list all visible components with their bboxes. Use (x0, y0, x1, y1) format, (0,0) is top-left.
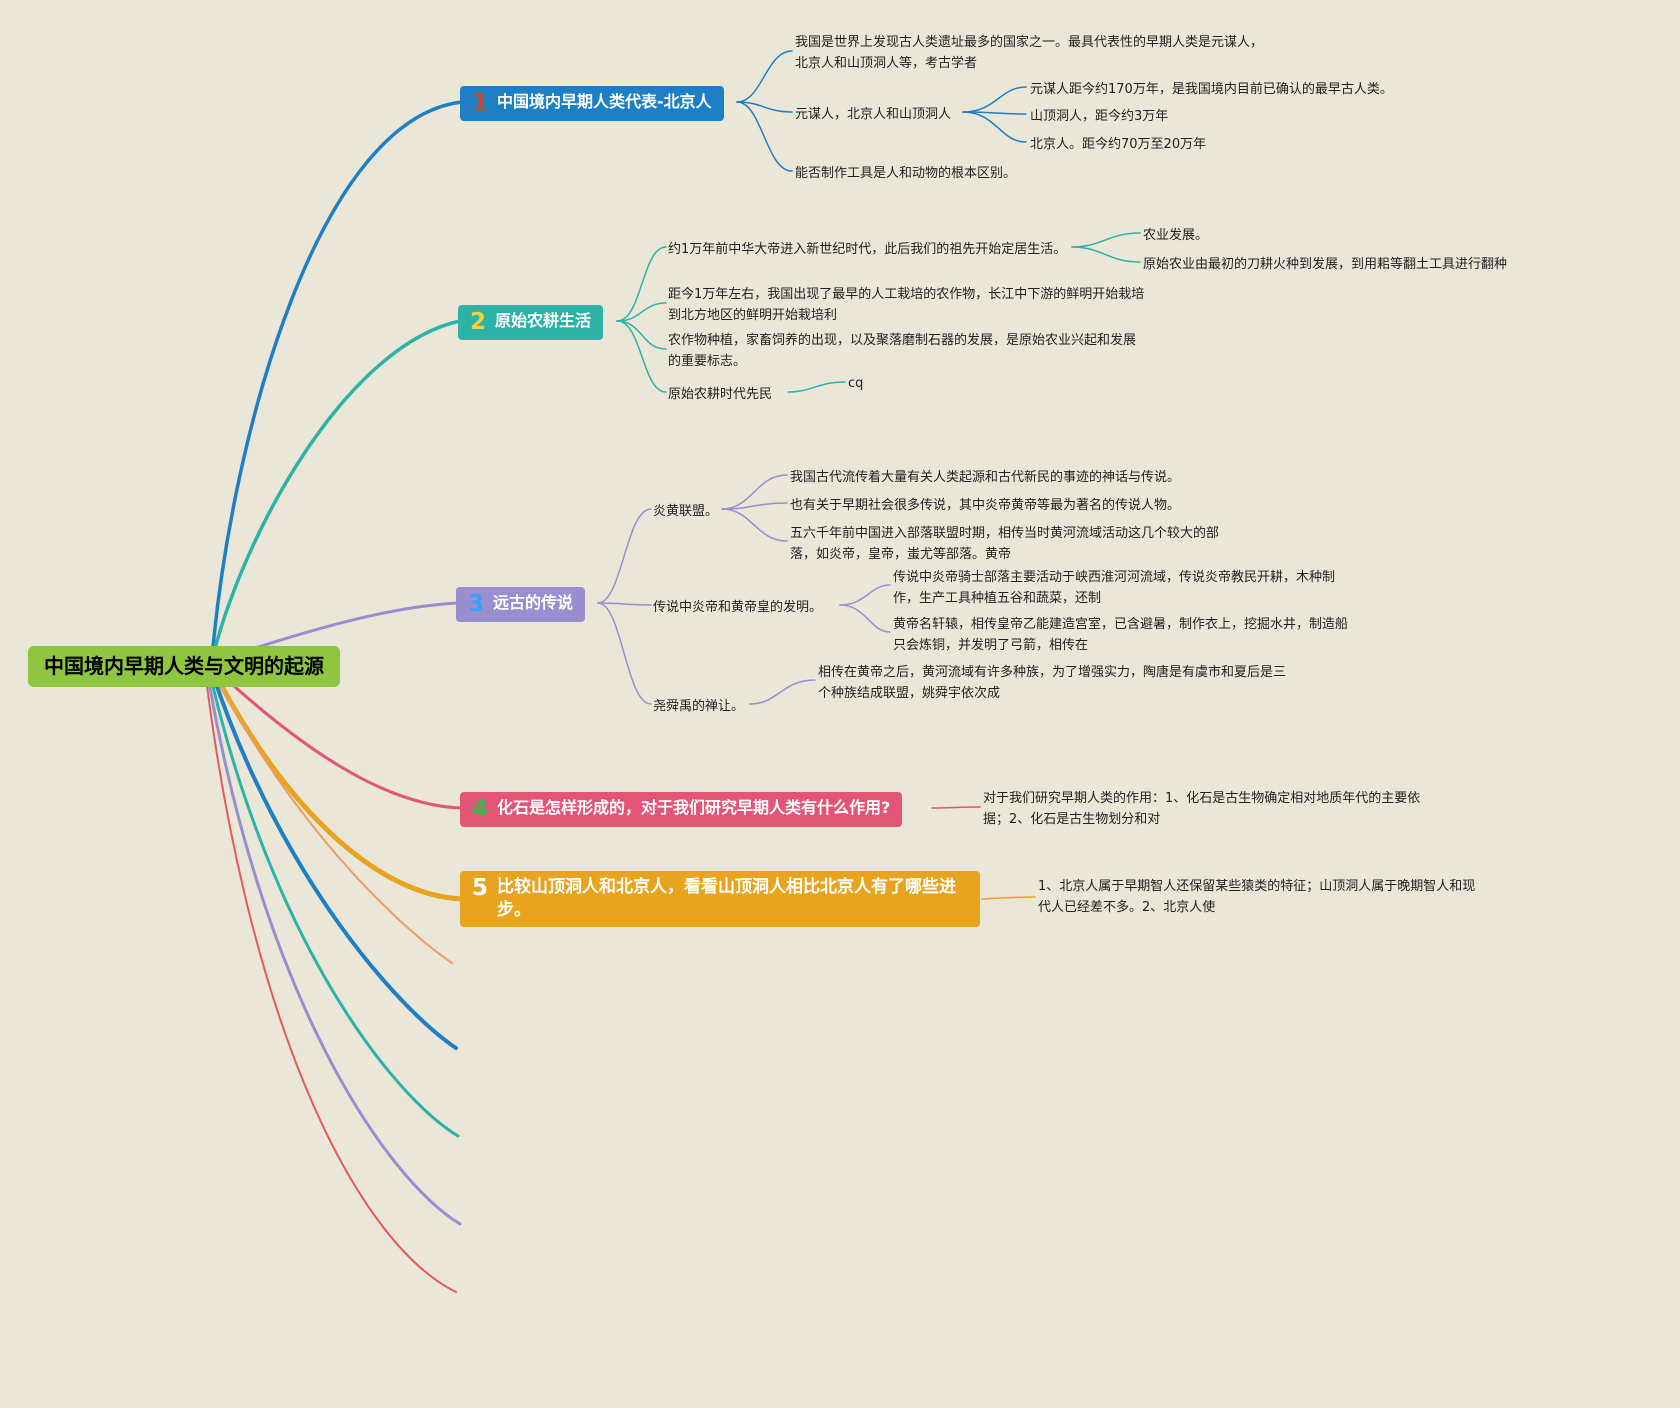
branch-node-5[interactable]: 5 比较山顶洞人和北京人，看看山顶洞人相比北京人有了哪些进步。 (460, 871, 980, 927)
branch-number-3: 3 (468, 591, 485, 617)
edge-branch4-child (931, 806, 981, 809)
node-branch1-child1[interactable]: 我国是世界上发现古人类遗址最多的国家之一。最具代表性的早期人类是元谋人，北京人和… (795, 35, 1264, 71)
node-branch3-child2-sub1[interactable]: 传说中炎帝骑士部落主要活动于峡西淮河河流域，传说炎帝教民开耕，木种制作，生产工具… (893, 570, 1336, 606)
node-branch2-child4-sub1[interactable]: cq (848, 376, 864, 391)
node-branch3-child1-sub1[interactable]: 我国古代流传着大量有关人类起源和古代新民的事迹的神话与传说。 (790, 470, 1181, 485)
edge-branch5-child (981, 896, 1036, 900)
branch-number-2: 2 (470, 309, 487, 335)
edge-root-branch4 (210, 664, 464, 810)
node-branch1-child3[interactable]: 能否制作工具是人和动物的根本区别。 (795, 166, 1017, 181)
branch-label-1: 中国境内早期人类代表-北京人 (497, 92, 712, 111)
edge-root-extra5 (205, 677, 457, 1293)
node-branch2-child1-sub1[interactable]: 农业发展。 (1143, 228, 1209, 243)
edge-root-extra3 (208, 672, 460, 1138)
node-branch3-child1[interactable]: 炎黄联盟。 (653, 504, 719, 519)
edge-root-extra1 (211, 669, 453, 964)
node-branch2-child3[interactable]: 农作物种植，家畜饲养的出现，以及聚落磨制石器的发展，是原始农业兴起和发展的重要标… (668, 333, 1137, 369)
branch-node-3[interactable]: 3 远古的传说 (456, 587, 586, 623)
edge-root-extra2 (210, 670, 458, 1050)
branch-label-2: 原始农耕生活 (495, 311, 592, 330)
edge-root-branch1 (210, 100, 464, 660)
branch-number-4: 4 (472, 796, 489, 822)
node-branch3-child2-sub2[interactable]: 黄帝名轩辕，相传皇帝乙能建造宫室，已含避暑，制作衣上，挖掘水井，制造船只会炼铜，… (893, 617, 1349, 653)
node-branch3-child1-sub3[interactable]: 五六千年前中国进入部落联盟时期，相传当时黄河流域活动这几个较大的部落，如炎帝，皇… (790, 526, 1220, 562)
node-branch2-child2[interactable]: 距今1万年左右，我国出现了最早的人工栽培的农作物，长江中下游的鲜明开始栽培到北方… (668, 287, 1145, 323)
node-branch3-child3-sub1[interactable]: 相传在黄帝之后，黄河流域有许多种族，为了增强实力，陶唐是有虞市和夏后是三个种族结… (818, 665, 1287, 701)
branch-number-5: 5 (472, 875, 489, 901)
node-branch3-child2[interactable]: 传说中炎帝和黄帝皇的发明。 (653, 600, 823, 615)
node-branch5-child1[interactable]: 1、北京人属于早期智人还保留某些猿类的特征；山顶洞人属于晚期智人和现代人已经差不… (1038, 879, 1476, 915)
node-branch3-child3[interactable]: 尧舜禹的禅让。 (653, 699, 745, 714)
edge-root-extra4 (206, 674, 462, 1226)
node-branch2-child1-sub2[interactable]: 原始农业由最初的刀耕火种到发展，到用耜等翻土工具进行翻种 (1143, 257, 1508, 272)
node-branch1-child2[interactable]: 元谋人，北京人和山顶洞人 (795, 107, 952, 122)
branch-label-4: 化石是怎样形成的，对于我们研究早期人类有什么作用? (497, 798, 891, 817)
branch-node-2[interactable]: 2 原始农耕生活 (458, 305, 604, 341)
branch-label-3: 远古的传说 (493, 593, 574, 612)
node-branch3-child1-sub2[interactable]: 也有关于早期社会很多传说，其中炎帝黄帝等最为著名的传说人物。 (790, 498, 1181, 513)
node-branch1-child2-sub1[interactable]: 元谋人距今约170万年，是我国境内目前已确认的最早古人类。 (1030, 82, 1393, 97)
edges-branch3 (597, 474, 891, 705)
branch-number-1: 1 (472, 90, 489, 116)
branch-label-5: 比较山顶洞人和北京人，看看山顶洞人相比北京人有了哪些进步。 (497, 877, 957, 920)
edge-root-branch5 (209, 665, 465, 902)
node-branch1-child2-sub3[interactable]: 北京人。距今约70万至20万年 (1030, 137, 1207, 152)
edges-branch1 (736, 50, 1027, 172)
edges-branch2 (616, 232, 1141, 393)
root-node[interactable]: 中国境内早期人类与文明的起源 (28, 646, 340, 687)
node-branch4-child1[interactable]: 对于我们研究早期人类的作用：1、化石是古生物确定相对地质年代的主要依据；2、化石… (983, 791, 1421, 827)
branch-node-1[interactable]: 1 中国境内早期人类代表-北京人 (460, 86, 724, 122)
branch-node-4[interactable]: 4 化石是怎样形成的，对于我们研究早期人类有什么作用? (460, 792, 903, 828)
edge-root-branch2 (210, 319, 462, 662)
node-branch2-child1[interactable]: 约1万年前中华大帝进入新世纪时代，此后我们的祖先开始定居生活。 (668, 242, 1067, 257)
node-branch1-child2-sub2[interactable]: 山顶洞人，距今约3万年 (1030, 109, 1169, 124)
node-branch2-child4[interactable]: 原始农耕时代先民 (668, 387, 773, 402)
